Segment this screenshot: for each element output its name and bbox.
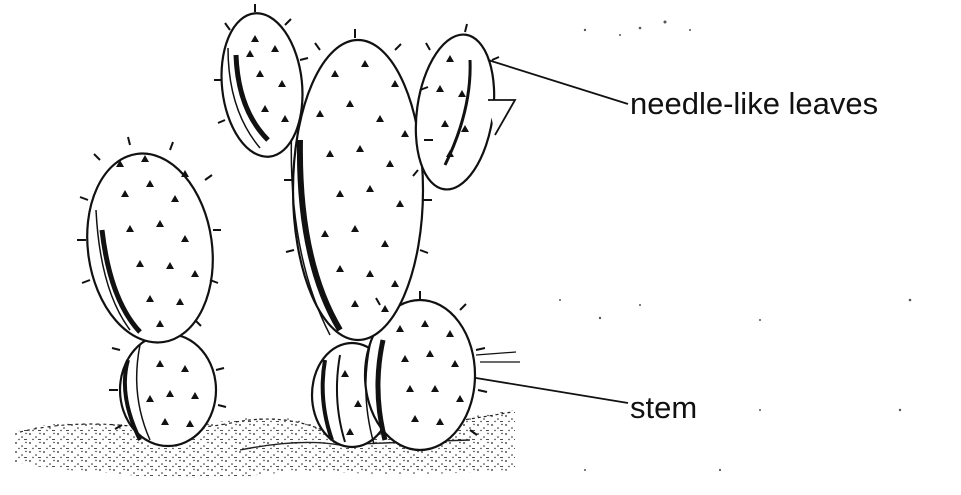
stem-pointer-line xyxy=(476,378,628,403)
needle-like-leaves-label: needle-like leaves xyxy=(630,88,878,119)
leaves-pointer-line xyxy=(488,60,628,104)
spine-indicator-ticks xyxy=(476,352,520,362)
stem-label: stem xyxy=(630,392,697,423)
